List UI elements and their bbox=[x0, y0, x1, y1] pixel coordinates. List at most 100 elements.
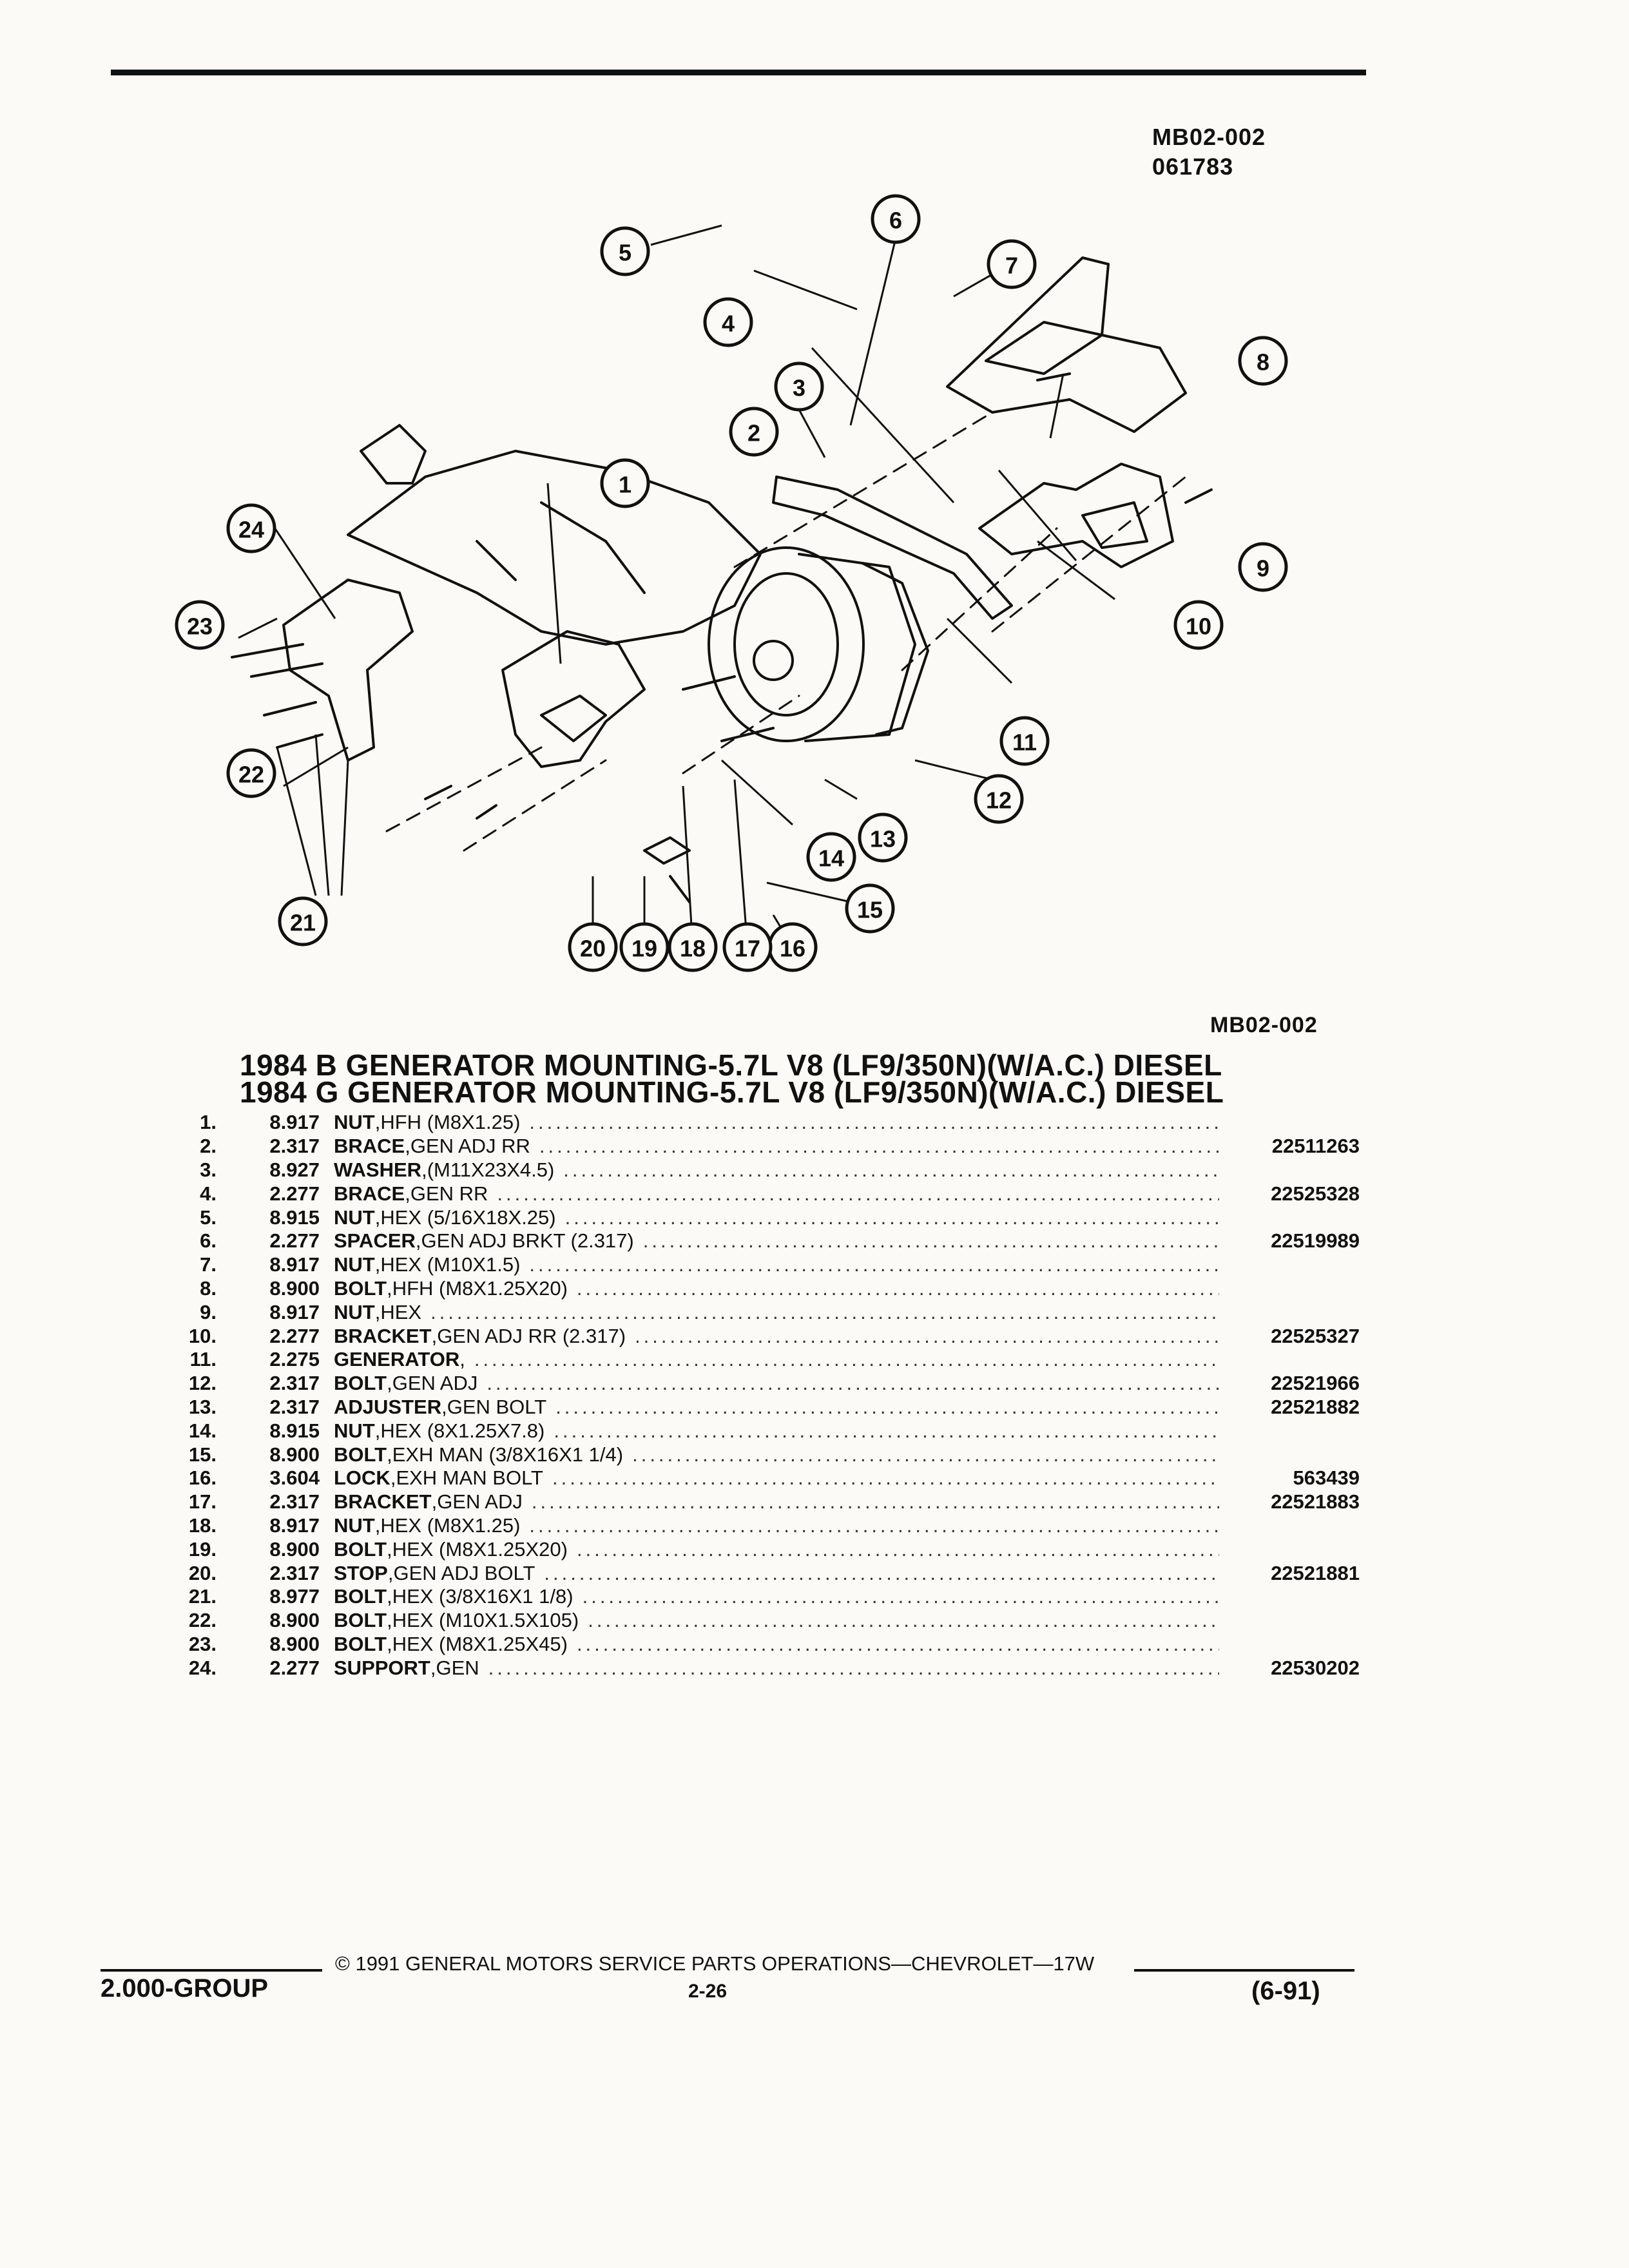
part-ref-number: 16. bbox=[188, 1466, 217, 1490]
part-ref-number: 5. bbox=[200, 1206, 217, 1229]
part-ref-number: 13. bbox=[188, 1395, 217, 1418]
part-name: GENERATOR bbox=[334, 1348, 460, 1371]
callout-10: 10 bbox=[1186, 613, 1211, 640]
callout-1: 1 bbox=[619, 472, 631, 498]
leader-dots bbox=[643, 1229, 1219, 1253]
leader-dots bbox=[632, 1443, 1219, 1466]
part-number: 22525328 bbox=[1271, 1182, 1360, 1205]
part-description: SUPPORT , GEN bbox=[334, 1657, 1231, 1680]
part-description: BRACE , GEN RR bbox=[334, 1182, 1231, 1206]
part-description: BOLT , HFH (M8X1.25X20) bbox=[334, 1277, 1231, 1300]
part-ref-number: 22. bbox=[188, 1609, 217, 1632]
part-name: BOLT bbox=[334, 1632, 387, 1655]
callout-15: 15 bbox=[857, 897, 883, 923]
part-name-separator: , bbox=[387, 1632, 392, 1655]
part-description: BOLT , HEX (M8X1.25X20) bbox=[334, 1538, 1231, 1561]
part-spec: GEN ADJ RR bbox=[410, 1135, 530, 1158]
part-group-number: 2.317 bbox=[269, 1372, 320, 1395]
part-description: BOLT , HEX (3/8X16X1 1/8) bbox=[334, 1585, 1231, 1608]
part-ref-number: 24. bbox=[188, 1656, 217, 1679]
part-spec: GEN ADJ BOLT bbox=[393, 1561, 535, 1584]
part-ref-number: 20. bbox=[188, 1561, 217, 1584]
diagram-line-art bbox=[231, 256, 1213, 903]
part-ref-number: 21. bbox=[188, 1585, 217, 1608]
parts-row: 21. 8.977 BOLT , HEX (3/8X16X1 1/8) bbox=[148, 1585, 1360, 1609]
part-description: GENERATOR , bbox=[334, 1348, 1231, 1371]
callout-numbers: 1 2 3 4 5 6 7 8 9 10 11 12 13 14 15 16 1… bbox=[187, 207, 1269, 962]
part-name: ADJUSTER bbox=[334, 1395, 442, 1418]
part-name-separator: , bbox=[430, 1656, 436, 1679]
part-name-separator: , bbox=[387, 1537, 392, 1561]
callout-9: 9 bbox=[1257, 555, 1269, 582]
footer-group: 2.000-GROUP bbox=[101, 1974, 269, 2003]
leader-dots bbox=[563, 1158, 1219, 1182]
callout-4: 4 bbox=[722, 311, 735, 337]
part-name: BRACE bbox=[334, 1182, 405, 1205]
leader-dots bbox=[532, 1490, 1219, 1514]
title-b-body: 1984 B GENERATOR MOUNTING-5.7L V8 (LF9/3… bbox=[240, 1048, 1222, 1082]
part-ref-number: 8. bbox=[200, 1276, 217, 1300]
part-description: BRACE , GEN ADJ RR bbox=[334, 1135, 1231, 1158]
part-ref-number: 2. bbox=[200, 1135, 217, 1158]
part-name: BRACKET bbox=[334, 1490, 432, 1514]
part-number: 22530202 bbox=[1271, 1656, 1360, 1679]
part-number: 22525327 bbox=[1271, 1324, 1360, 1347]
part-description: BOLT , HEX (M10X1.5X105) bbox=[334, 1609, 1231, 1632]
part-description: NUT , HEX (M10X1.5) bbox=[334, 1253, 1231, 1276]
part-group-number: 8.915 bbox=[269, 1419, 320, 1442]
part-name: BOLT bbox=[334, 1443, 387, 1466]
part-spec: GEN RR bbox=[410, 1182, 488, 1205]
part-ref-number: 12. bbox=[188, 1372, 217, 1395]
part-spec: HEX bbox=[380, 1300, 422, 1323]
part-ref-number: 15. bbox=[188, 1443, 217, 1466]
part-spec: HFH (M8X1.25) bbox=[380, 1111, 521, 1134]
part-name-separator: , bbox=[387, 1585, 392, 1608]
part-number: 22521881 bbox=[1271, 1561, 1360, 1584]
part-spec: HEX (M8X1.25X20) bbox=[392, 1537, 568, 1561]
part-description: LOCK , EXH MAN BOLT bbox=[334, 1466, 1231, 1490]
leader-dots bbox=[497, 1182, 1219, 1206]
part-description: WASHER , (M11X23X4.5) bbox=[334, 1158, 1231, 1182]
callout-17: 17 bbox=[735, 936, 760, 962]
leader-dots bbox=[554, 1419, 1219, 1443]
part-group-number: 2.317 bbox=[269, 1395, 320, 1418]
part-number: 22521966 bbox=[1271, 1372, 1360, 1395]
part-name-separator: , bbox=[374, 1253, 381, 1276]
leader-dots bbox=[583, 1585, 1219, 1608]
part-name-separator: , bbox=[374, 1300, 381, 1323]
part-group-number: 8.977 bbox=[269, 1585, 320, 1608]
part-ref-number: 9. bbox=[200, 1300, 217, 1323]
part-spec: GEN bbox=[436, 1656, 479, 1679]
part-spec: HEX (M10X1.5X105) bbox=[392, 1609, 579, 1632]
part-number: 22519989 bbox=[1271, 1229, 1360, 1253]
part-name-separator: , bbox=[374, 1514, 381, 1537]
part-name: BRACKET bbox=[334, 1324, 432, 1347]
part-group-number: 2.317 bbox=[269, 1135, 320, 1158]
part-name: NUT bbox=[334, 1514, 375, 1537]
callout-6: 6 bbox=[889, 207, 902, 234]
part-group-number: 8.900 bbox=[269, 1632, 320, 1655]
callout-13: 13 bbox=[870, 826, 896, 852]
part-name-separator: , bbox=[441, 1395, 447, 1418]
title-g-body: 1984 G GENERATOR MOUNTING-5.7L V8 (LF9/3… bbox=[240, 1075, 1224, 1109]
part-name: BRACE bbox=[334, 1135, 405, 1158]
part-name-separator: , bbox=[390, 1466, 396, 1490]
part-spec: GEN ADJ RR (2.317) bbox=[437, 1324, 626, 1347]
exploded-parts-diagram: 1 2 3 4 5 6 7 8 9 10 11 12 13 14 15 16 1… bbox=[175, 194, 1288, 972]
part-name: LOCK bbox=[334, 1466, 390, 1490]
diagram-code-lower: MB02-002 bbox=[1210, 1013, 1318, 1037]
part-description: BOLT , EXH MAN (3/8X16X1 1/4) bbox=[334, 1443, 1231, 1466]
callout-14: 14 bbox=[818, 845, 844, 872]
leader-dots bbox=[565, 1206, 1219, 1229]
part-description: NUT , HEX (M8X1.25) bbox=[334, 1514, 1231, 1537]
part-name: SUPPORT bbox=[334, 1656, 430, 1679]
part-group-number: 8.900 bbox=[269, 1537, 320, 1561]
part-name: BOLT bbox=[334, 1537, 387, 1561]
